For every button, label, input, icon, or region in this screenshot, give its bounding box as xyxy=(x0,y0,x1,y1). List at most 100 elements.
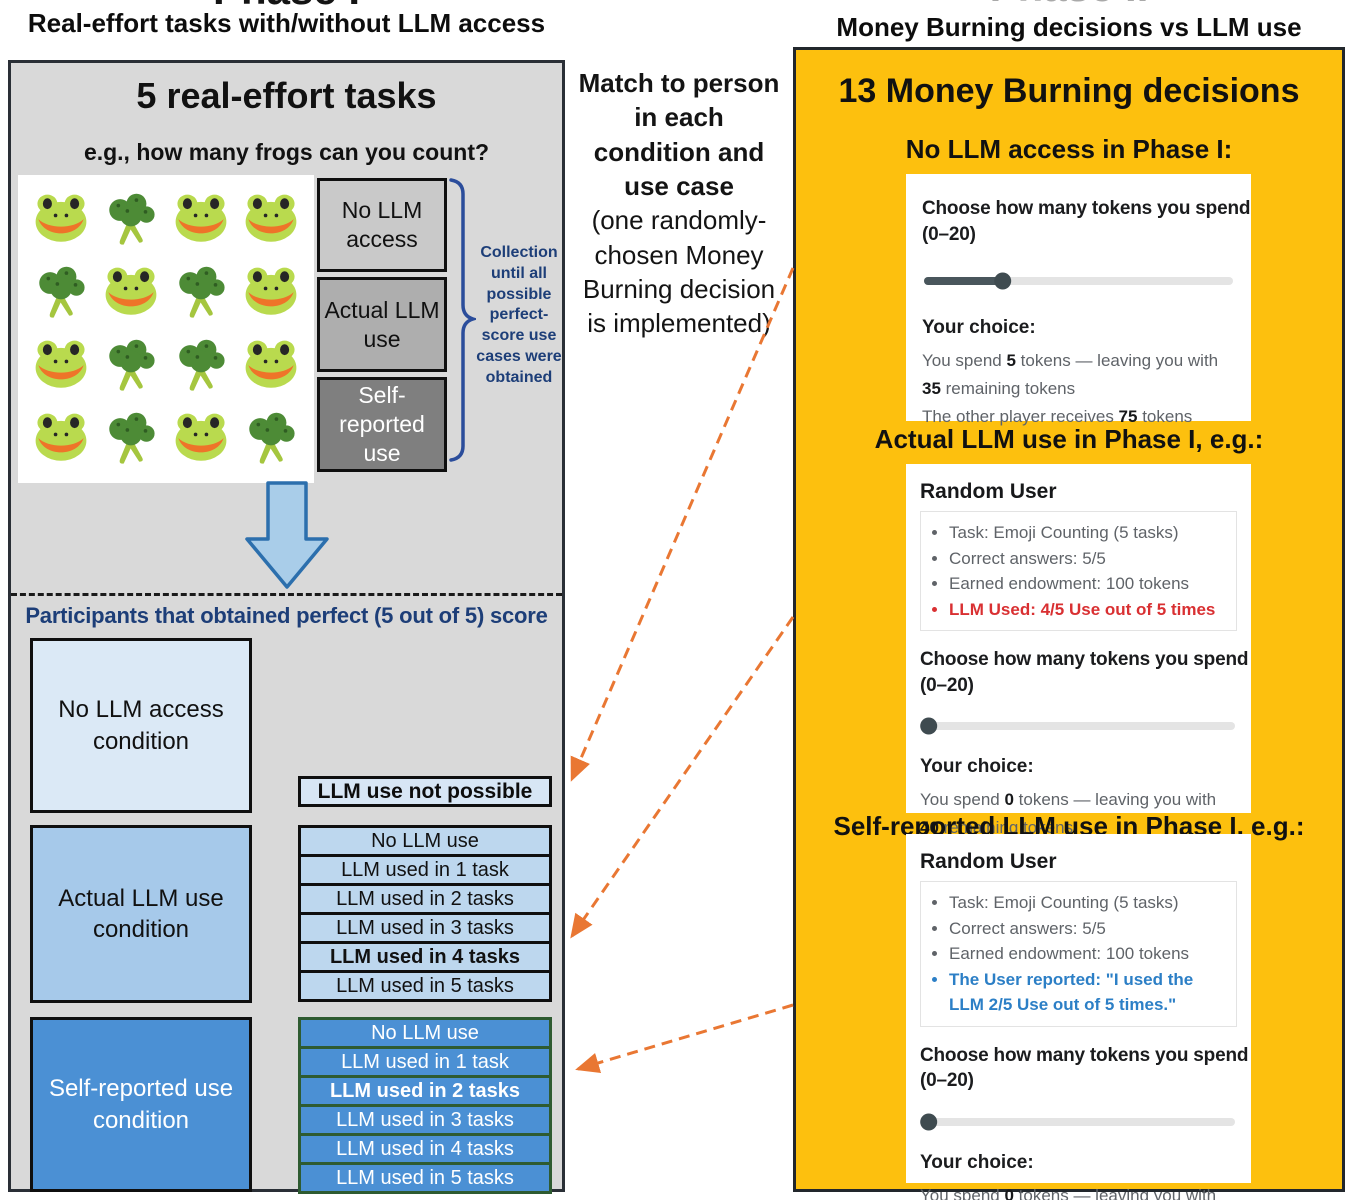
decision-card-no-llm: Choose how many tokens you spend (0–20) … xyxy=(906,174,1251,426)
list-item: No LLM use xyxy=(298,825,552,857)
participants-heading: Participants that obtained perfect (5 ou… xyxy=(25,603,548,628)
text-segment: The other player receives xyxy=(922,407,1119,427)
collection-note-line: perfect- xyxy=(489,306,549,324)
arrow-to-not-possible xyxy=(570,267,795,782)
spend-value: 0 xyxy=(1004,790,1014,810)
text-segment: You spend xyxy=(920,1185,1005,1200)
llm-use-not-possible-box: LLM use not possible xyxy=(298,776,552,807)
match-note: Match to person in each condition and us… xyxy=(565,66,793,341)
frog-emoji xyxy=(236,329,306,402)
spend-line: You spend 5 tokens — leaving you with xyxy=(922,347,1235,375)
condition-no-llm-access: No LLM access condition xyxy=(30,638,252,813)
match-note-line: use case xyxy=(624,170,734,201)
phase2-panel: 13 Money Burning decisions No LLM access… xyxy=(793,47,1345,1200)
broccoli-emoji xyxy=(166,256,236,329)
match-note-line: is implemented) xyxy=(587,308,771,339)
bullet-task: Task: Emoji Counting (5 tasks) xyxy=(949,890,1226,916)
decision-card-self-reported: Random User Task: Emoji Counting (5 task… xyxy=(906,834,1251,1200)
phase2-title: Phase II xyxy=(793,0,1345,11)
slider-thumb[interactable] xyxy=(994,272,1012,290)
real-effort-heading: 5 real-effort tasks xyxy=(136,75,437,116)
broccoli-emoji xyxy=(166,329,236,402)
spend-line: You spend 0 tokens — leaving you with xyxy=(920,1182,1237,1200)
no-llm-access-box: No LLM access xyxy=(317,178,447,272)
slider-thumb[interactable] xyxy=(919,717,937,735)
bullet-correct: Correct answers: 5/5 xyxy=(949,916,1226,942)
spend-value: 0 xyxy=(1004,1185,1014,1200)
match-note-line: (one randomly- xyxy=(591,205,767,236)
random-user-title: Random User xyxy=(920,850,1057,873)
collection-note: Collection until all possible perfect- s… xyxy=(471,243,567,389)
user-summary-box: Task: Emoji Counting (5 tasks) Correct a… xyxy=(920,881,1237,1027)
frog-emoji xyxy=(166,183,236,256)
frog-emoji xyxy=(26,402,96,475)
your-choice-label: Your choice: xyxy=(920,756,1034,778)
phase2-subtitle: Money Burning decisions vs LLM use xyxy=(836,12,1302,42)
section-heading-actual: Actual LLM use in Phase I, e.g.: xyxy=(874,424,1264,454)
choose-tokens-range: (0–20) xyxy=(920,1070,974,1092)
broccoli-emoji xyxy=(96,329,166,402)
list-item-highlighted: LLM used in 2 tasks xyxy=(298,1075,552,1107)
your-choice-label: Your choice: xyxy=(920,1151,1034,1173)
token-slider[interactable] xyxy=(919,1113,1235,1131)
choice-result-lines: You spend 0 tokens — leaving you with 40… xyxy=(920,1182,1237,1200)
list-item: LLM used in 2 tasks xyxy=(298,883,552,915)
user-summary-box: Task: Emoji Counting (5 tasks) Correct a… xyxy=(920,511,1237,631)
section-heading-no-llm: No LLM access in Phase I: xyxy=(905,134,1233,164)
list-item: LLM used in 1 task xyxy=(298,854,552,886)
choose-tokens-label: Choose how many tokens you spend xyxy=(920,649,1249,670)
list-item-highlighted: LLM used in 4 tasks xyxy=(298,941,552,973)
bullet-endowment: Earned endowment: 100 tokens xyxy=(949,941,1226,967)
bullet-task: Task: Emoji Counting (5 tasks) xyxy=(949,520,1226,546)
collection-note-line: until all xyxy=(491,264,547,282)
your-choice-label: Your choice: xyxy=(922,317,1036,339)
list-item: No LLM use xyxy=(298,1017,552,1049)
arrow-to-4-tasks xyxy=(570,616,795,939)
condition-actual-llm-use: Actual LLM use condition xyxy=(30,825,252,1003)
collection-note-line: score use xyxy=(481,327,557,345)
bullet-correct: Correct answers: 5/5 xyxy=(949,546,1226,572)
condition-self-reported-use: Self-reported use condition xyxy=(30,1017,252,1192)
actual-use-rowlist: No LLM use LLM used in 1 task LLM used i… xyxy=(298,825,552,1002)
frog-emoji xyxy=(166,402,236,475)
list-item: LLM used in 3 tasks xyxy=(298,912,552,944)
frog-emoji xyxy=(26,329,96,402)
collection-note-line: possible xyxy=(486,285,552,303)
frog-emoji xyxy=(26,183,96,256)
text-segment: tokens — leaving you with xyxy=(1013,790,1217,810)
text-segment: You spend xyxy=(920,790,1005,810)
match-note-line: in each xyxy=(634,102,724,133)
decision-card-actual: Random User Task: Emoji Counting (5 task… xyxy=(906,464,1251,865)
broccoli-emoji xyxy=(96,183,166,256)
self-reported-rowlist: No LLM use LLM used in 1 task LLM used i… xyxy=(298,1017,552,1194)
collection-note-line: cases were xyxy=(476,347,562,365)
slider-thumb[interactable] xyxy=(919,1113,937,1131)
spend-value: 5 xyxy=(1006,351,1016,371)
text-segment: remaining tokens xyxy=(940,379,1076,399)
list-item: LLM used in 1 task xyxy=(298,1046,552,1078)
text-segment: tokens xyxy=(1137,407,1193,427)
list-item: LLM used in 4 tasks xyxy=(298,1133,552,1165)
broccoli-emoji xyxy=(96,402,166,475)
bullet-user-reported: The User reported: "I used the LLM 2/5 U… xyxy=(949,967,1226,1018)
list-item: LLM used in 3 tasks xyxy=(298,1104,552,1136)
text-segment: You spend xyxy=(922,351,1007,371)
frog-count-question: e.g., how many frogs can you count? xyxy=(83,139,490,165)
slider-fill xyxy=(924,277,1002,286)
list-item: LLM used in 5 tasks xyxy=(298,1162,552,1194)
list-item: LLM used in 5 tasks xyxy=(298,970,552,1002)
token-slider[interactable] xyxy=(919,717,1235,735)
bullet-llm-used: LLM Used: 4/5 Use out of 5 times xyxy=(949,597,1226,623)
collection-note-line: Collection xyxy=(480,244,558,261)
match-note-line: chosen Money xyxy=(594,239,764,270)
text-segment: remaining tokens xyxy=(938,818,1074,838)
frog-emoji xyxy=(236,256,306,329)
match-note-line: Match to person xyxy=(578,68,780,98)
token-slider[interactable] xyxy=(924,272,1233,290)
receives-value: 75 xyxy=(1118,407,1138,427)
down-arrow-icon xyxy=(245,481,329,589)
self-reported-use-box: Self-reported use xyxy=(317,377,447,472)
text-segment: tokens — leaving you with xyxy=(1013,1185,1217,1200)
random-user-title: Random User xyxy=(920,480,1057,503)
spend-line: You spend 0 tokens — leaving you with xyxy=(920,786,1237,814)
